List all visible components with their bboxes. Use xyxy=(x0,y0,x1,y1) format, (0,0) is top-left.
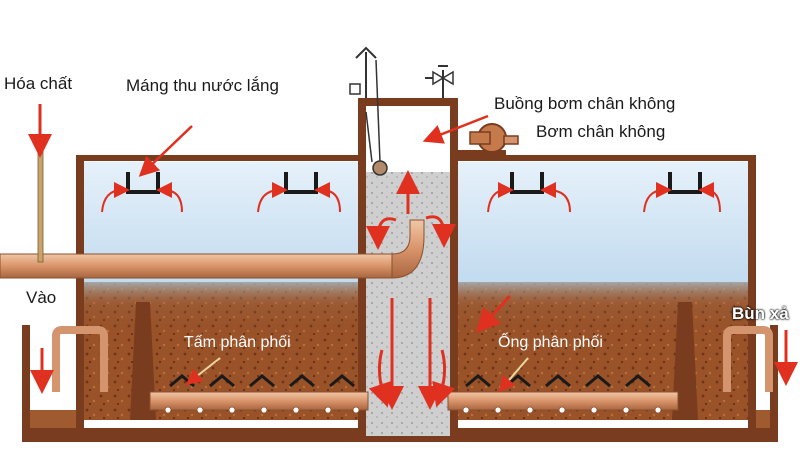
label-distribution-pipe: Ống phân phối xyxy=(498,334,603,351)
label-inlet: Vào xyxy=(26,288,57,307)
label-chemical: Hóa chất xyxy=(4,74,73,93)
valve-right xyxy=(441,70,454,86)
label-vacuum-chamber: Buồng bơm chân không xyxy=(494,94,676,113)
pipe-leader xyxy=(498,357,529,393)
right-discharge-pipe xyxy=(723,326,773,392)
float xyxy=(372,160,388,176)
hoist-cable-2 xyxy=(365,111,373,163)
distribution-plates xyxy=(169,374,651,388)
chamber-leader xyxy=(422,114,489,144)
label-collection-trough: Máng thu nước lắng xyxy=(126,76,279,95)
column-arrows xyxy=(366,170,512,410)
left-baffle xyxy=(130,302,156,420)
plate-leader xyxy=(185,357,221,385)
hoist-top xyxy=(355,46,377,59)
left-pocket-sludge xyxy=(30,410,76,428)
label-sludge-discharge: Bùn xả xyxy=(732,304,789,323)
pipe-holes xyxy=(164,406,662,414)
label-distribution-plate: Tấm phân phối xyxy=(184,334,291,351)
valve-left xyxy=(432,70,445,86)
label-vacuum-pump: Bơm chân không xyxy=(536,122,666,141)
pump-base xyxy=(458,150,506,160)
right-baffle xyxy=(672,302,698,420)
hoist-box xyxy=(349,83,361,95)
chemical-pipe xyxy=(37,149,44,263)
trough-leader xyxy=(138,125,193,177)
left-discharge-pipe xyxy=(52,326,108,392)
right-pocket-sludge xyxy=(756,410,770,428)
distribution-pipe-left xyxy=(149,391,369,411)
hoist-cable xyxy=(375,59,381,163)
left-pocket-wall xyxy=(22,325,30,435)
inlet-pipe xyxy=(0,253,393,279)
right-wall xyxy=(748,158,756,428)
left-wall xyxy=(76,158,84,428)
pump-outlet xyxy=(469,131,491,145)
pump-inlet xyxy=(503,135,519,145)
inlet-elbow xyxy=(391,219,425,279)
flow-arrows xyxy=(101,182,721,213)
collection-troughs xyxy=(126,172,702,194)
